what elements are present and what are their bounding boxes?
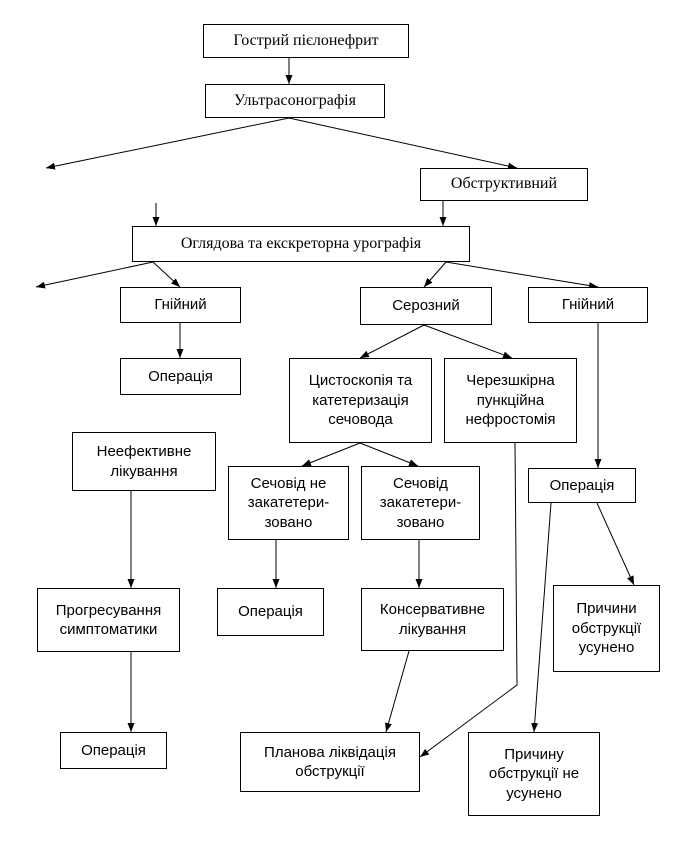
node-label: Причини обструкції усунено bbox=[571, 600, 642, 657]
node-label: Серозний bbox=[392, 297, 460, 315]
node-planned-elimination: Планова ліквідація обструкції bbox=[240, 732, 420, 792]
node-label: Черезшкірна пункційна нефростомія bbox=[465, 372, 556, 429]
arrow-operation-right-to-removed bbox=[596, 502, 635, 586]
node-cystoscopy: Цистоскопія та катетеризація сечовода bbox=[289, 358, 432, 443]
node-label: Причину обструкції не усунено bbox=[488, 745, 580, 802]
node-acute-pyelonephritis: Гострий пієлонефрит bbox=[203, 24, 409, 58]
node-label: Гострий пієлонефрит bbox=[233, 31, 379, 49]
node-label: Прогресування симптоматики bbox=[55, 601, 162, 639]
node-label: Сечовід не закатетери-зовано bbox=[247, 474, 330, 531]
node-purulent-right: Гнійний bbox=[528, 287, 648, 323]
arrow-urography-left bbox=[35, 261, 154, 289]
arrow-urography-to-purulent-right bbox=[445, 261, 599, 289]
node-label: Ультрасонографія bbox=[234, 91, 356, 109]
node-obstruction-not-removed: Причину обструкції не усунено bbox=[468, 732, 600, 816]
node-label: Сечовід закатетери-зовано bbox=[379, 474, 462, 531]
node-label: Консервативне лікування bbox=[379, 601, 486, 638]
node-label: Цистоскопія та катетеризація сечовода bbox=[308, 372, 413, 429]
node-purulent-left: Гнійний bbox=[120, 287, 241, 323]
node-operation-left: Операція bbox=[120, 358, 241, 395]
node-label: Операція bbox=[148, 367, 213, 385]
arrow-conservative-to-planned bbox=[385, 650, 410, 733]
node-urography: Оглядова та екскреторна урографія bbox=[132, 226, 470, 262]
node-obstruction-removed: Причини обструкції усунено bbox=[553, 585, 660, 672]
node-nephrostomy: Черезшкірна пункційна нефростомія bbox=[444, 358, 577, 443]
arrow-operation-right-to-not-removed bbox=[531, 502, 552, 733]
node-ultrasonography: Ультрасонографія bbox=[205, 84, 385, 118]
arrow-nephrostomy-to-planned bbox=[419, 442, 518, 758]
node-operation-right: Операція bbox=[528, 468, 636, 503]
arrow-cystoscopy-to-not-catheterized bbox=[301, 442, 361, 467]
arrow-ultrasonography-left bbox=[45, 117, 290, 170]
arrow-urography-to-purulent-left bbox=[152, 261, 181, 288]
node-label: Неефективне лікування bbox=[96, 443, 192, 480]
node-serous: Серозний bbox=[360, 287, 492, 325]
node-symptom-progression: Прогресування симптоматики bbox=[37, 588, 180, 652]
node-label: Планова ліквідація обструкції bbox=[264, 743, 396, 781]
arrow-cystoscopy-to-catheterized bbox=[359, 442, 419, 467]
arrow-urography-to-serous bbox=[423, 261, 447, 288]
node-label: Гнійний bbox=[561, 296, 615, 314]
node-ureter-catheterized: Сечовід закатетери-зовано bbox=[361, 466, 480, 540]
node-conservative-treatment: Консервативне лікування bbox=[361, 588, 504, 651]
node-label: Гнійний bbox=[154, 296, 207, 314]
arrow-serous-to-cystoscopy bbox=[359, 324, 425, 359]
node-obstructive: Обструктивний bbox=[420, 168, 588, 201]
node-ureter-not-catheterized: Сечовід не закатетери-зовано bbox=[228, 466, 349, 540]
node-operation-mid: Операція bbox=[217, 588, 324, 636]
node-ineffective-treatment: Неефективне лікування bbox=[72, 432, 216, 491]
node-label: Оглядова та екскреторна урографія bbox=[180, 234, 422, 252]
node-label: Операція bbox=[238, 603, 303, 621]
arrow-serous-to-nephrostomy bbox=[423, 324, 513, 359]
node-label: Обструктивний bbox=[450, 175, 558, 193]
node-label: Операція bbox=[81, 741, 146, 759]
node-operation-bottom: Операція bbox=[60, 732, 167, 769]
node-label: Операція bbox=[549, 476, 615, 494]
arrow-ultrasonography-to-obstructive bbox=[288, 117, 518, 170]
